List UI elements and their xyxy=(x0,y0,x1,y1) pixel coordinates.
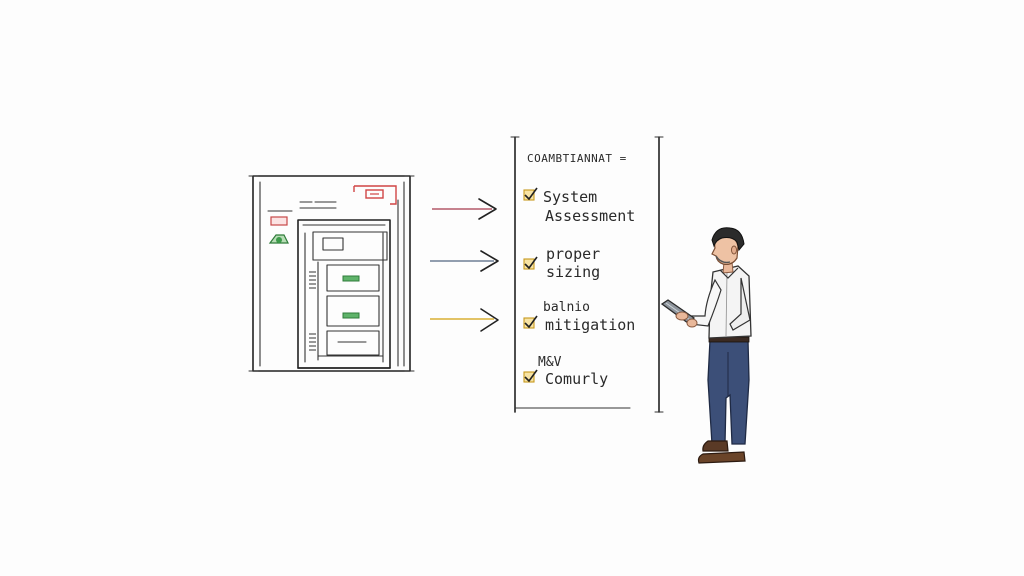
checklist-item-2-line-2: sizing xyxy=(546,263,600,281)
checklist-item-2-line-1: proper xyxy=(546,245,600,263)
checklist-item-3-line-2: mitigation xyxy=(545,316,635,334)
checklist-item-1-line-1: System xyxy=(543,188,597,206)
red-label-box xyxy=(353,185,397,205)
checklist-item-1-line-2: Assessment xyxy=(545,207,635,225)
checkbox-icon xyxy=(523,369,538,383)
checkbox-icon xyxy=(523,315,538,329)
checkbox-icon xyxy=(523,256,538,270)
checklist-title: COAMBTIANNAT = xyxy=(527,152,627,165)
hair xyxy=(711,227,745,252)
checkbox-icon xyxy=(523,187,538,201)
checklist-item-3-line-1: balnio xyxy=(543,300,590,315)
left-shoe xyxy=(702,440,729,452)
equipment-panel-icon xyxy=(248,175,415,372)
person-with-tablet-icon xyxy=(660,227,752,464)
green-indicator-icon xyxy=(268,234,289,244)
arrow-icon xyxy=(430,250,499,272)
arrow-icon xyxy=(432,198,497,220)
checklist-item-4-line-2: Comurly xyxy=(545,370,608,388)
red-indicator xyxy=(270,216,288,226)
checklist-item-4-line-1: M&V xyxy=(538,355,562,370)
checklist-panel: COAMBTIANNAT = System Assessment proper … xyxy=(510,136,664,413)
right-shoe xyxy=(697,451,746,464)
arrow-icon xyxy=(430,308,499,332)
red-bracket xyxy=(353,185,397,205)
vent-slats xyxy=(309,271,316,351)
